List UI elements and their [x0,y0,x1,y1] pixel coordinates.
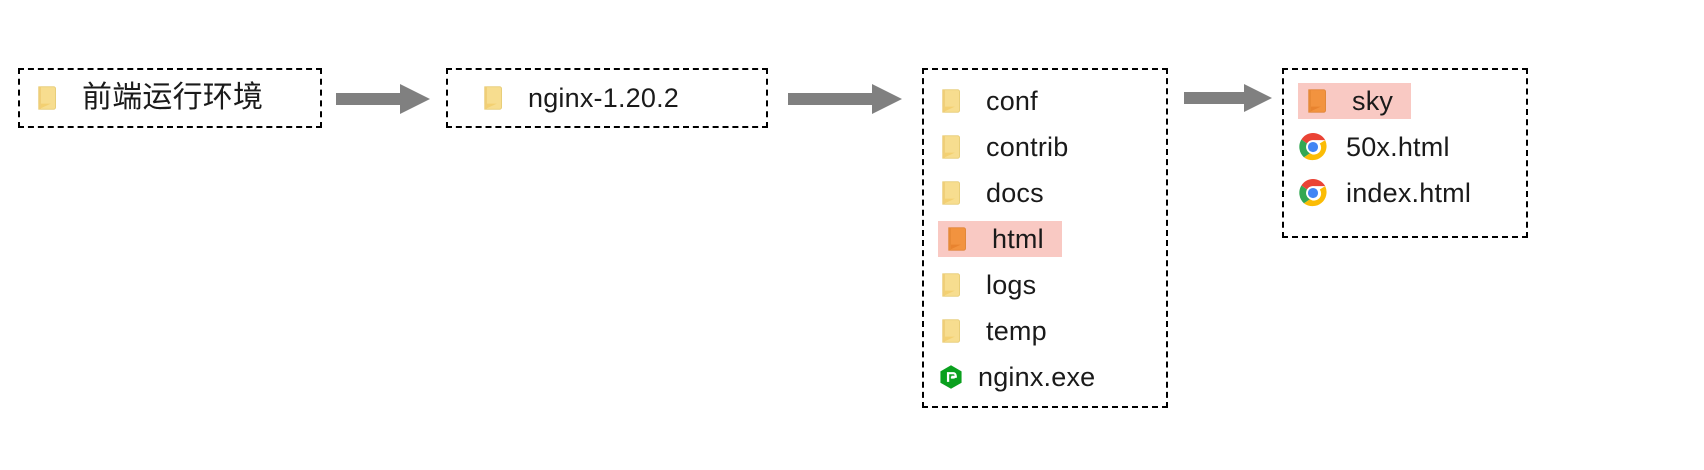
folder-icon [938,86,968,116]
folder-icon [938,270,968,300]
list-item-label: 前端运行环境 [82,81,264,114]
list-item-label: sky [1352,85,1394,116]
list-item[interactable]: nginx.exe [924,354,1166,400]
list-item-label: 50x.html [1346,131,1450,162]
list-item-label: conf [986,85,1038,116]
list-item[interactable]: contrib [924,124,1166,170]
folder-icon [938,132,968,162]
node-1-box: 前端运行环境 [18,68,322,128]
list-item-label: logs [986,269,1037,300]
list-item-highlighted[interactable]: sky [1284,78,1526,124]
highlight-background: sky [1298,83,1412,119]
list-item[interactable]: 前端运行环境 [20,75,320,121]
arrow-2 [788,84,902,114]
folder-icon [938,178,968,208]
chrome-icon [1298,178,1328,208]
list-item-label: html [992,223,1044,254]
list-item[interactable]: index.html [1284,170,1526,216]
list-item[interactable]: logs [924,262,1166,308]
arrow-3 [1184,84,1272,112]
folder-icon [938,316,968,346]
list-item[interactable]: conf [924,78,1166,124]
folder-icon [34,83,64,113]
node-2-box: nginx-1.20.2 [446,68,768,128]
list-item-label: nginx.exe [978,361,1096,392]
list-item[interactable]: nginx-1.20.2 [448,75,766,121]
list-item[interactable]: docs [924,170,1166,216]
list-item[interactable]: temp [924,308,1166,354]
chrome-icon [1298,132,1328,162]
arrow-1 [336,84,430,114]
folder-icon [480,83,510,113]
list-item-highlighted[interactable]: html [924,216,1166,262]
highlight-background: html [938,221,1062,257]
list-item-label: contrib [986,131,1069,162]
folder-icon-highlighted [1304,86,1334,116]
node-3-box: conf contrib [922,68,1168,408]
list-item-label: temp [986,315,1047,346]
folder-icon-highlighted [944,224,974,254]
nginx-logo-icon [938,364,964,390]
list-item-label: nginx-1.20.2 [528,82,680,113]
node-4-box: sky 50x.html [1282,68,1528,238]
list-item-label: docs [986,177,1044,208]
list-item[interactable]: 50x.html [1284,124,1526,170]
list-item-label: index.html [1346,177,1472,208]
